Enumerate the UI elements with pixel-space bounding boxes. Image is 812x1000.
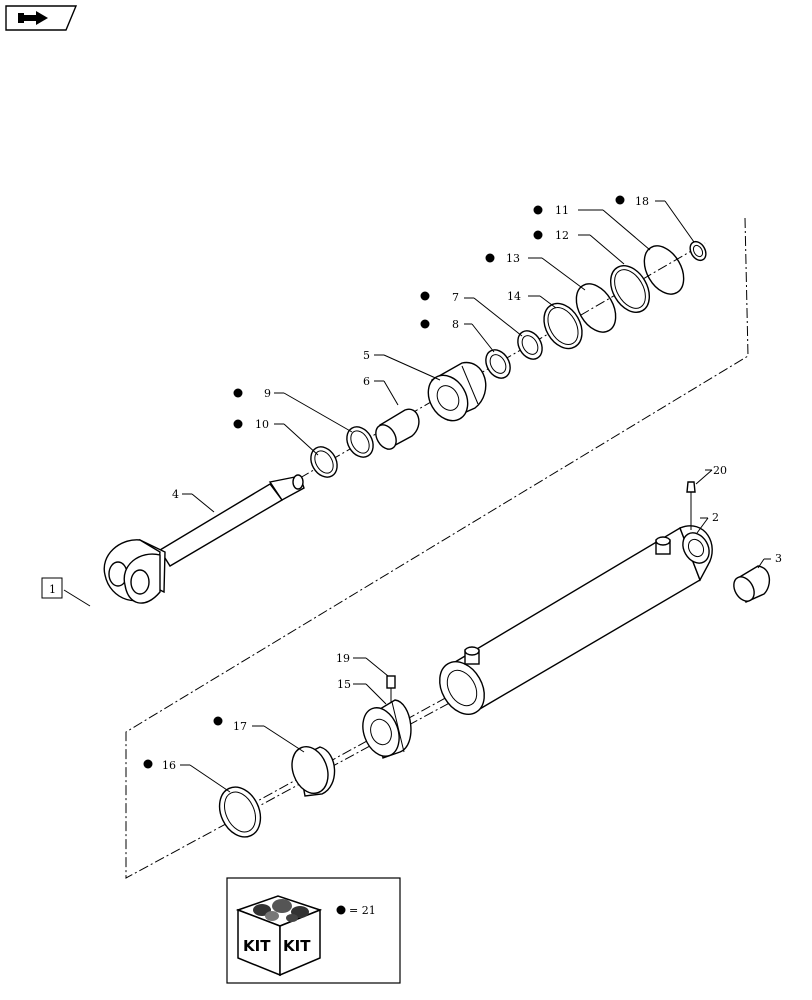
ring-18 [689, 240, 707, 262]
callout-9: 9 [264, 387, 271, 400]
callout-18: 18 [635, 195, 649, 208]
callout-8: 8 [452, 318, 459, 331]
kit-markers [143, 195, 625, 769]
callout-2: 2 [712, 511, 719, 524]
piston-15 [362, 699, 412, 759]
callout-17: 17 [233, 720, 247, 733]
kit-legend: KIT KIT = 21 [226, 877, 401, 984]
back-arrow-icon[interactable] [5, 5, 78, 31]
ring-7 [517, 330, 543, 360]
kit-box-text-left: KIT [243, 937, 271, 955]
kit-box-text-right: KIT [283, 937, 311, 955]
callout-20: 20 [713, 464, 727, 477]
bushing-3 [733, 565, 771, 603]
callout-16: 16 [162, 759, 176, 772]
kit-legend-text: = 21 [349, 904, 376, 917]
callout-6: 6 [363, 375, 370, 388]
leader-lines [180, 200, 771, 793]
reference-box: 1 [41, 577, 91, 607]
callout-15: 15 [337, 678, 351, 691]
bushing-6 [375, 408, 420, 451]
callout-11: 11 [555, 204, 569, 217]
grease-fitting-20 [686, 481, 696, 530]
callout-3: 3 [775, 552, 782, 565]
ring-17 [291, 746, 336, 797]
callout-5: 5 [363, 349, 370, 362]
seal-12 [609, 265, 651, 313]
gland-5 [427, 361, 487, 422]
ring-9 [346, 426, 374, 458]
cylinder-barrel [439, 525, 713, 715]
callout-7: 7 [452, 291, 459, 304]
lower-axis-line [231, 689, 461, 816]
kit-box-icon: KIT KIT [235, 895, 323, 977]
callout-13: 13 [506, 252, 520, 265]
seal-14 [543, 302, 583, 350]
callout-4: 4 [172, 488, 179, 501]
callout-19: 19 [336, 652, 350, 665]
ring-8 [485, 349, 511, 379]
piston-rod [103, 474, 305, 604]
seal-16 [218, 786, 262, 838]
ring-11 [643, 245, 685, 295]
callout-12: 12 [555, 229, 569, 242]
callout-14: 14 [507, 290, 521, 303]
ring-13 [575, 283, 617, 333]
callout-10: 10 [255, 418, 269, 431]
reference-box-label: 1 [49, 583, 56, 596]
